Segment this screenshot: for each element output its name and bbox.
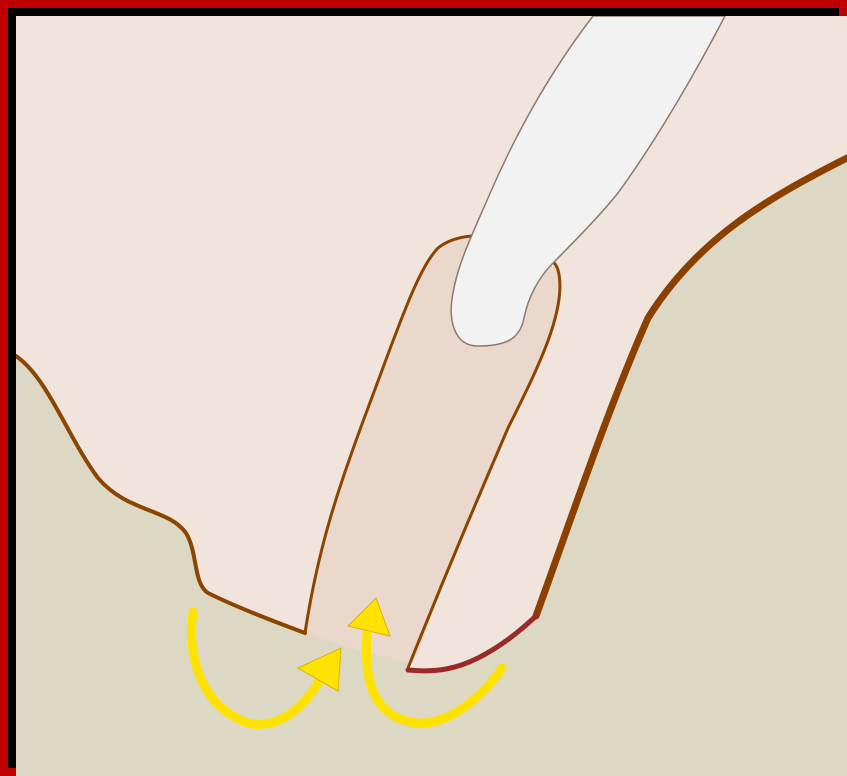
tissue-diagram — [16, 16, 847, 776]
diagram-canvas — [16, 16, 847, 776]
